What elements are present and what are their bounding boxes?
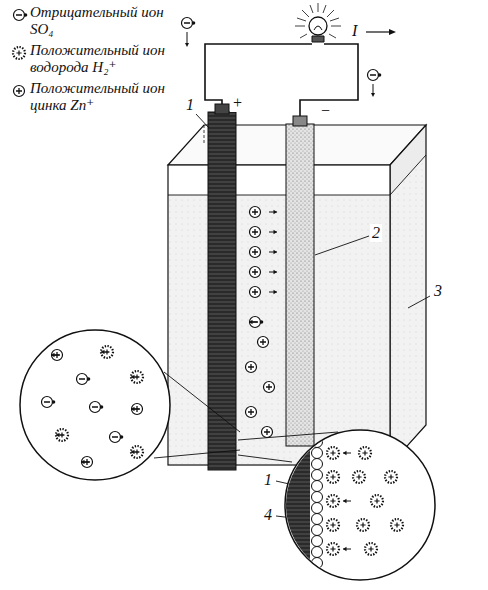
polarity-sign: + — [230, 94, 245, 112]
zoom-electrode-surface — [284, 428, 435, 584]
legend-symbols — [13, 10, 27, 97]
legend-text: Положительный ион водорода H₂⁺ — [30, 42, 180, 76]
polarity-sign: − — [318, 102, 333, 120]
callout-number: 1 — [184, 96, 196, 114]
cell-ions — [246, 207, 278, 438]
wire-electrons — [182, 18, 382, 98]
callout-number: 2 — [370, 224, 382, 242]
callout-number: 1 — [262, 471, 274, 489]
wires — [205, 44, 358, 120]
current-label: I — [350, 22, 359, 40]
zoom-electrolyte — [20, 330, 170, 480]
legend-text: Положительный ион цинка Zn⁺ — [30, 80, 180, 114]
electrolyte-jar — [168, 125, 426, 465]
lamp — [295, 3, 341, 42]
callout-number: 4 — [262, 506, 274, 524]
legend-text: Отрицательный ион SO₄ — [30, 4, 180, 38]
current-arrow — [366, 29, 396, 35]
electrodes — [208, 104, 314, 470]
callout-number: 3 — [432, 282, 444, 300]
